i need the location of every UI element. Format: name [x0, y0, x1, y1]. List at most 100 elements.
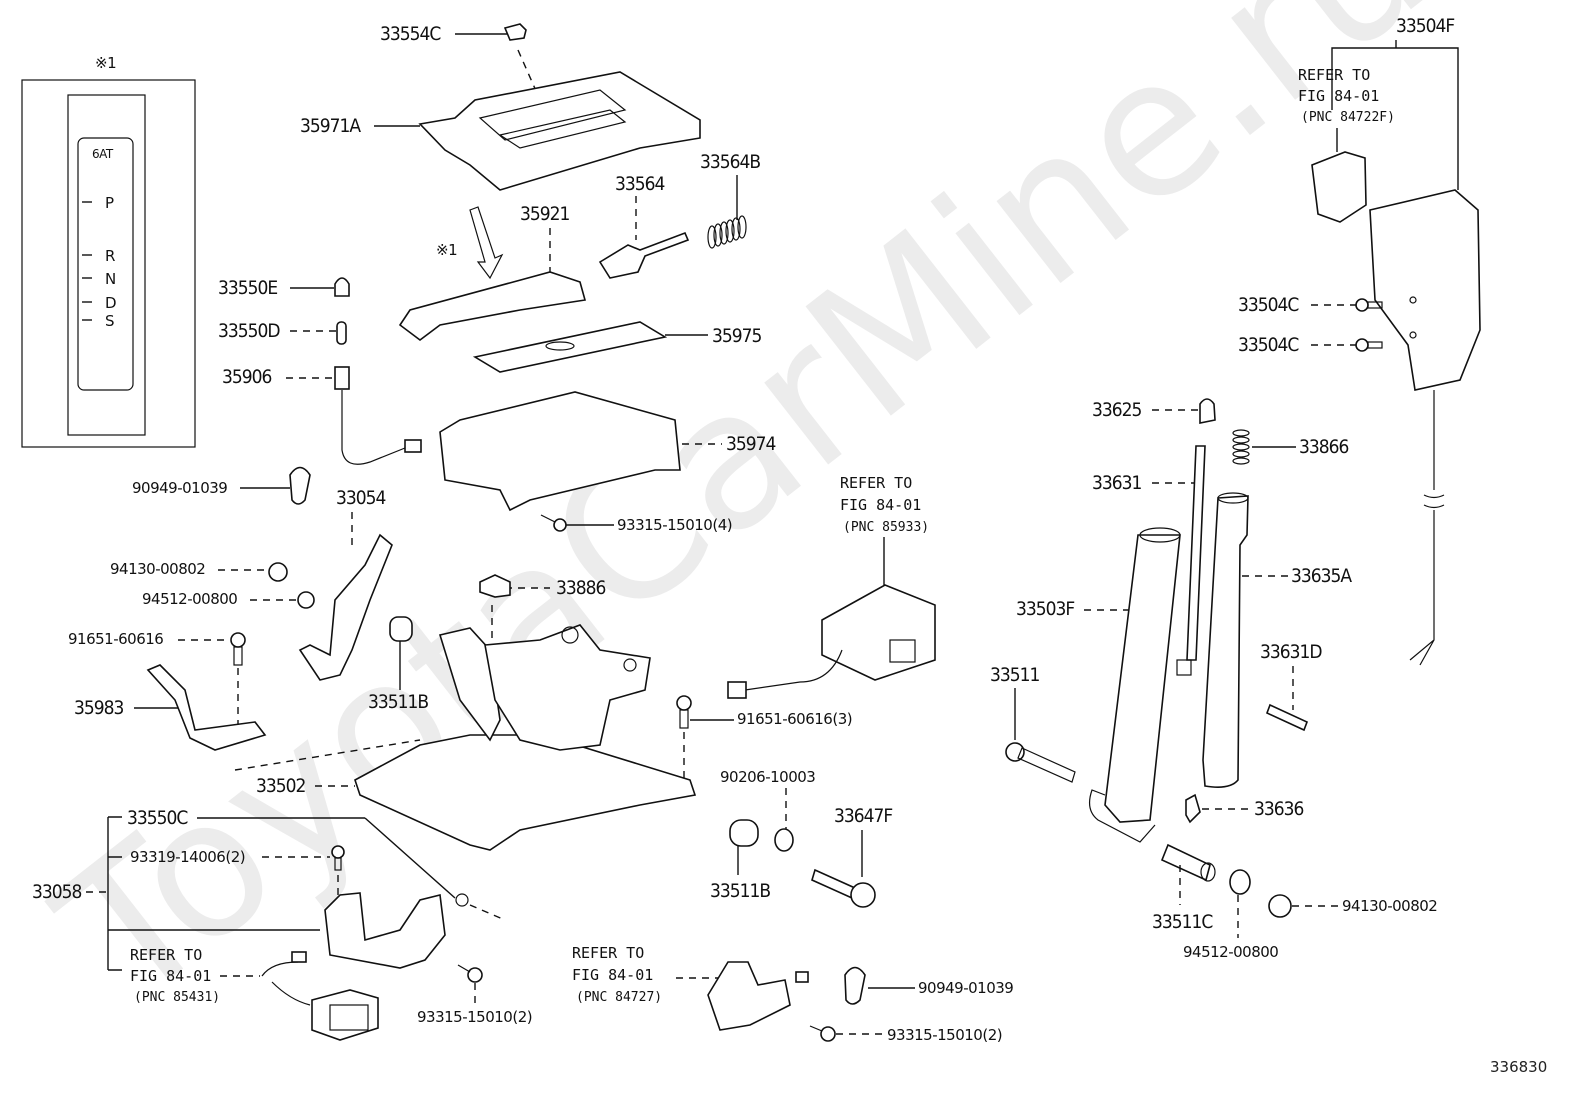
ref-lock-switch-line2[interactable]: FIG 84-01 — [572, 966, 653, 984]
label-33886[interactable]: 33886 — [556, 577, 606, 599]
label-33564B[interactable]: 33564B — [700, 151, 761, 173]
ref-lock-switch-line3[interactable]: (PNC 84727) — [576, 990, 662, 1005]
ref-solenoid[interactable]: REFER TO FIG 84-01 (PNC 85431) — [130, 946, 379, 1041]
label-33511B-lower[interactable]: 33511B — [710, 880, 771, 902]
label-33550E[interactable]: 33550E — [218, 277, 278, 299]
part-90206[interactable]: 90206-10003 — [720, 768, 816, 852]
label-33503F[interactable]: 33503F — [1016, 598, 1075, 620]
label-33635A[interactable]: 33635A — [1291, 565, 1353, 587]
ref-lock-switch[interactable]: REFER TO FIG 84-01 (PNC 84727) — [572, 944, 809, 1031]
part-93315-2-left[interactable]: 93315-15010(2) — [417, 964, 533, 1026]
label-33647F[interactable]: 33647F — [834, 805, 893, 827]
part-33886[interactable]: 33886 — [479, 574, 606, 640]
part-35906[interactable]: 35906 — [222, 366, 422, 465]
part-33554C[interactable]: 33554C — [380, 23, 541, 101]
part-35975[interactable]: 35975 — [472, 321, 762, 373]
label-33636[interactable]: 33636 — [1254, 798, 1304, 820]
part-33564B[interactable]: 33564B — [700, 151, 761, 249]
label-33058[interactable]: 33058 — [32, 881, 82, 903]
part-33054[interactable]: 33054 — [298, 487, 393, 681]
label-33511[interactable]: 33511 — [990, 664, 1040, 686]
part-33550D[interactable]: 33550D — [218, 320, 347, 345]
ref-lock-switch-line1[interactable]: REFER TO — [572, 944, 644, 962]
ref-knob-switch[interactable]: REFER TO FIG 84-01 (PNC 84722F) — [1298, 66, 1395, 223]
label-94130-right[interactable]: 94130-00802 — [1342, 897, 1438, 915]
part-35971A[interactable]: 35971A — [300, 71, 701, 191]
part-33550C[interactable]: 33550C — [127, 807, 456, 899]
label-35975[interactable]: 35975 — [712, 325, 762, 347]
label-33866[interactable]: 33866 — [1299, 436, 1349, 458]
part-35983[interactable]: 35983 — [74, 664, 267, 751]
part-33647F[interactable]: 33647F — [811, 805, 893, 908]
part-33631[interactable]: 33631 — [1092, 445, 1206, 676]
label-35906[interactable]: 35906 — [222, 366, 272, 388]
part-94130-left[interactable]: 94130-00802 — [110, 560, 288, 582]
part-91651-left[interactable]: 91651-60616 — [68, 630, 246, 730]
label-91651-left[interactable]: 91651-60616 — [68, 630, 164, 648]
label-33511C[interactable]: 33511C — [1152, 911, 1214, 933]
label-35974[interactable]: 35974 — [726, 433, 776, 455]
label-33625[interactable]: 33625 — [1092, 399, 1142, 421]
ref-position-switch-line2[interactable]: FIG 84-01 — [840, 496, 921, 514]
label-33504C-upper[interactable]: 33504C — [1238, 294, 1300, 316]
label-33631[interactable]: 33631 — [1092, 472, 1142, 494]
part-90949-left[interactable]: 90949-01039 — [132, 466, 311, 505]
label-33550D[interactable]: 33550D — [218, 320, 281, 342]
label-90949-left[interactable]: 90949-01039 — [132, 479, 228, 497]
label-93315-4[interactable]: 93315-15010(4) — [617, 516, 733, 534]
label-33511B-upper[interactable]: 33511B — [368, 691, 429, 713]
part-90949-right[interactable]: 90949-01039 — [844, 966, 1014, 1005]
part-33503F[interactable]: 33503F — [1016, 527, 1181, 843]
label-94130-left[interactable]: 94130-00802 — [110, 560, 206, 578]
part-33631D[interactable]: 33631D — [1260, 641, 1323, 732]
ref-solenoid-line2[interactable]: FIG 84-01 — [130, 967, 211, 985]
part-94512-right[interactable]: 94512-00800 — [1183, 869, 1279, 961]
part-33511B-upper[interactable]: 33511B — [368, 616, 429, 713]
label-93319[interactable]: 93319-14006(2) — [130, 848, 246, 866]
part-33511B-lower[interactable]: 33511B — [710, 819, 771, 902]
ref-solenoid-line1[interactable]: REFER TO — [130, 946, 202, 964]
part-33502[interactable]: 33502 — [234, 624, 697, 851]
label-33502[interactable]: 33502 — [256, 775, 306, 797]
part-33625[interactable]: 33625 — [1092, 398, 1216, 424]
ref-position-switch-line3[interactable]: (PNC 85933) — [843, 520, 929, 535]
part-33058[interactable]: 33058 — [32, 816, 320, 971]
part-35921[interactable]: 35921 — [398, 203, 587, 341]
part-93319[interactable]: 93319-14006(2) — [130, 845, 345, 955]
part-93315-4[interactable]: 93315-15010(4) — [540, 514, 733, 534]
part-33511C[interactable]: 33511C — [1152, 843, 1216, 933]
label-33550C[interactable]: 33550C — [127, 807, 189, 829]
label-94512-left[interactable]: 94512-00800 — [142, 590, 238, 608]
label-33631D[interactable]: 33631D — [1260, 641, 1323, 663]
part-33636[interactable]: 33636 — [1185, 793, 1304, 824]
part-33550E[interactable]: 33550E — [218, 277, 350, 299]
part-33504C-upper[interactable]: 33504C — [1238, 294, 1383, 316]
label-33504F[interactable]: 33504F — [1396, 15, 1455, 37]
label-93315-2-left[interactable]: 93315-15010(2) — [417, 1008, 533, 1026]
part-33635A[interactable]: 33635A — [1202, 492, 1353, 788]
ref-solenoid-line3[interactable]: (PNC 85431) — [134, 990, 220, 1005]
ref-knob-switch-line1[interactable]: REFER TO — [1298, 66, 1370, 84]
part-33504C-lower[interactable]: 33504C — [1238, 334, 1383, 356]
label-91651-3[interactable]: 91651-60616(3) — [737, 710, 853, 728]
part-94130-right[interactable]: 94130-00802 — [1268, 894, 1438, 918]
label-35983[interactable]: 35983 — [74, 697, 124, 719]
ref-position-switch-line1[interactable]: REFER TO — [840, 474, 912, 492]
part-33866[interactable]: 33866 — [1232, 429, 1349, 465]
part-94512-left[interactable]: 94512-00800 — [142, 590, 315, 609]
part-93315-2-right[interactable]: 93315-15010(2) — [809, 1025, 1003, 1044]
part-35974[interactable]: 35974 — [439, 391, 776, 512]
label-33054[interactable]: 33054 — [336, 487, 386, 509]
label-35921[interactable]: 35921 — [520, 203, 570, 225]
part-91651-3[interactable]: 91651-60616(3) — [676, 695, 853, 780]
label-33564[interactable]: 33564 — [615, 173, 665, 195]
label-33504C-lower[interactable]: 33504C — [1238, 334, 1300, 356]
ref-position-switch[interactable]: REFER TO FIG 84-01 (PNC 85933) — [727, 474, 936, 699]
ref-knob-switch-line3[interactable]: (PNC 84722F) — [1301, 110, 1395, 125]
label-33554C[interactable]: 33554C — [380, 23, 442, 45]
label-93315-2-right[interactable]: 93315-15010(2) — [887, 1026, 1003, 1044]
label-90949-right[interactable]: 90949-01039 — [918, 979, 1014, 997]
part-33504F[interactable]: 33504F — [1331, 15, 1481, 666]
label-94512-right[interactable]: 94512-00800 — [1183, 943, 1279, 961]
ref-knob-switch-line2[interactable]: FIG 84-01 — [1298, 87, 1379, 105]
